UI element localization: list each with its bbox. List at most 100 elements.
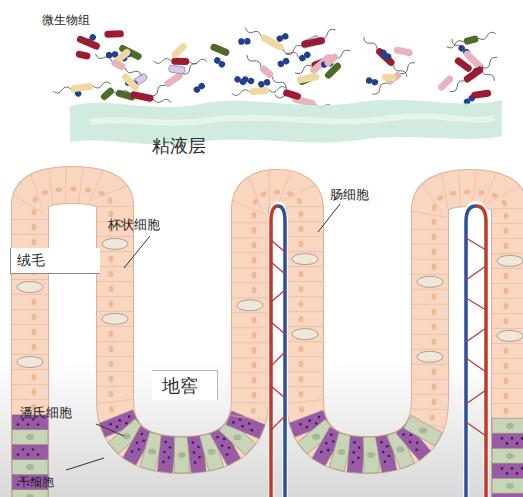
cell-border — [79, 167, 84, 203]
bacterium — [298, 50, 312, 62]
rod-bacterium — [471, 89, 492, 99]
rod-bacterium — [130, 91, 154, 103]
coccus — [281, 32, 289, 40]
granule — [506, 472, 509, 475]
cell-border — [492, 373, 523, 374]
bacterium — [100, 86, 116, 101]
cell-border — [249, 176, 262, 210]
band-shape — [70, 92, 502, 154]
nucleus — [26, 434, 34, 440]
cell-border — [97, 311, 133, 312]
goblet-cell — [417, 276, 443, 287]
flagellum — [448, 55, 498, 93]
granule — [192, 441, 195, 444]
nucleus — [506, 483, 514, 489]
bacterium — [112, 87, 172, 106]
rod-bacterium — [100, 86, 116, 101]
cell-border — [283, 185, 316, 200]
granule — [320, 451, 323, 454]
cell-border — [492, 358, 523, 359]
bacterium — [104, 30, 124, 37]
granule — [32, 448, 35, 451]
bacterium — [233, 75, 247, 86]
granule — [325, 442, 328, 445]
nucleus — [26, 464, 34, 470]
rod-bacterium — [75, 50, 91, 60]
nucleus — [506, 423, 514, 429]
cell-border — [412, 244, 448, 245]
nucleus — [252, 257, 257, 263]
nucleus — [32, 314, 37, 320]
flagellum — [284, 28, 336, 56]
granule — [299, 423, 302, 426]
granule — [223, 438, 226, 441]
cell-border — [492, 283, 523, 284]
granule — [358, 446, 361, 449]
flagellum — [244, 25, 299, 59]
nucleus — [26, 494, 34, 497]
cell-border — [12, 354, 48, 355]
cell-border — [492, 343, 523, 344]
nucleus — [436, 194, 444, 201]
goblet-cell — [497, 255, 523, 266]
granule — [27, 453, 30, 456]
nucleus — [432, 264, 437, 270]
nucleus — [337, 449, 345, 455]
cell-border — [232, 327, 268, 328]
cell-border — [232, 282, 268, 283]
granule — [163, 451, 166, 454]
rod-bacterium — [259, 33, 284, 51]
bacterium — [471, 89, 492, 99]
cell-border — [459, 170, 461, 206]
leader-line — [66, 458, 104, 470]
cell-border — [97, 326, 133, 327]
nucleus — [419, 428, 427, 434]
node-text: 粘液层 — [152, 134, 206, 158]
cell-border — [12, 369, 48, 370]
nucleus — [299, 406, 304, 413]
cell-border — [97, 281, 133, 282]
bacterium — [324, 61, 343, 80]
goblet-cell — [102, 238, 128, 249]
nucleus — [504, 318, 509, 324]
granule — [327, 449, 330, 452]
coccus — [371, 78, 379, 86]
rod-bacterium — [437, 74, 455, 92]
paneth-cell — [492, 433, 523, 448]
cell-border — [97, 236, 133, 237]
nucleus — [32, 224, 37, 230]
cell-border — [473, 170, 477, 206]
cell-border — [287, 356, 323, 357]
epithelium — [30, 185, 510, 497]
rod-bacterium — [70, 83, 93, 93]
coccus — [217, 60, 226, 69]
granule — [251, 429, 254, 432]
flagellum — [53, 81, 112, 93]
nucleus — [32, 195, 39, 203]
capillary-mesh — [466, 238, 486, 436]
rod-bacterium — [381, 73, 396, 81]
cell-border — [287, 281, 323, 282]
granule — [169, 446, 172, 449]
nucleus — [252, 272, 257, 278]
part-label: 潘氏细胞 — [20, 404, 72, 422]
rod-bacterium — [301, 37, 326, 48]
goblet-cell — [497, 330, 523, 341]
bacterium — [170, 42, 188, 60]
granule — [402, 433, 405, 436]
cell-border — [232, 342, 268, 343]
nucleus — [260, 191, 268, 198]
cell-border — [492, 313, 523, 314]
coccus — [303, 50, 312, 59]
bacterium — [75, 50, 91, 60]
nucleus — [299, 391, 304, 397]
paneth-cell — [226, 411, 265, 439]
bacterium — [76, 35, 101, 51]
granule — [37, 453, 40, 456]
nucleus — [109, 361, 114, 367]
cell-border — [492, 223, 523, 224]
nucleus — [207, 449, 215, 455]
granule — [330, 433, 333, 436]
granule — [162, 461, 165, 464]
